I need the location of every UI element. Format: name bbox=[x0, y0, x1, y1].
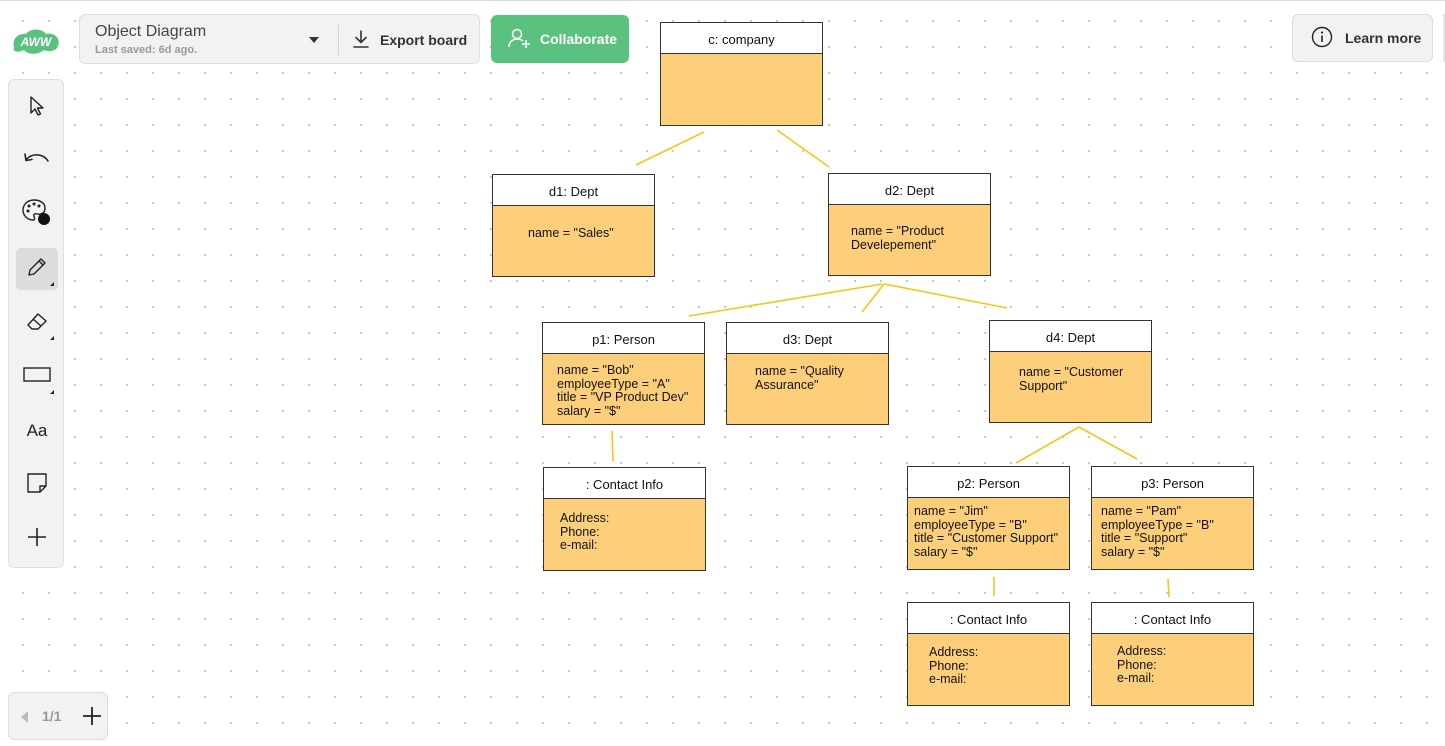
link-p1-contact bbox=[611, 430, 614, 462]
object-company[interactable]: c: company bbox=[660, 22, 823, 126]
color-tool[interactable] bbox=[16, 193, 58, 235]
submenu-indicator-icon bbox=[50, 390, 54, 394]
select-tool[interactable] bbox=[16, 87, 58, 129]
object-p1-person[interactable]: p1: Person name = "Bob" employeeType = "… bbox=[542, 322, 705, 425]
object-title: : Contact Info bbox=[1092, 603, 1253, 634]
object-attributes: name = "Sales" bbox=[528, 226, 614, 240]
collaborate-label: Collaborate bbox=[540, 31, 618, 47]
object-title: c: company bbox=[661, 23, 822, 54]
link-d4-p3 bbox=[1078, 426, 1138, 460]
text-icon: Aa bbox=[26, 421, 48, 440]
plus-icon bbox=[26, 526, 48, 553]
object-d2-dept[interactable]: d2: Dept name = "Product Develepement" bbox=[828, 173, 991, 276]
object-title: d4: Dept bbox=[990, 321, 1151, 352]
learn-more-label: Learn more bbox=[1345, 30, 1422, 46]
object-title: d3: Dept bbox=[727, 323, 888, 354]
link-d2-d3 bbox=[861, 283, 885, 313]
sticky-note-icon bbox=[25, 471, 49, 500]
download-icon bbox=[352, 29, 370, 52]
last-saved-label: Last saved: 6d ago. bbox=[95, 44, 198, 56]
page-indicator: 1/1 bbox=[42, 708, 62, 724]
object-title: d1: Dept bbox=[493, 175, 654, 206]
object-attributes: Address: Phone: e-mail: bbox=[929, 645, 979, 686]
learn-more-button[interactable]: Learn more bbox=[1292, 14, 1433, 62]
object-title: d2: Dept bbox=[829, 174, 990, 205]
add-page-icon[interactable] bbox=[81, 705, 103, 727]
eraser-icon bbox=[24, 310, 50, 337]
aww-logo[interactable]: AWW bbox=[10, 25, 62, 57]
add-user-icon bbox=[507, 26, 531, 53]
object-contact-info-3[interactable]: : Contact Info Address: Phone: e-mail: bbox=[1091, 602, 1254, 706]
object-title: : Contact Info bbox=[908, 603, 1069, 634]
info-icon bbox=[1311, 26, 1333, 51]
submenu-indicator-icon bbox=[50, 336, 54, 340]
sticky-note-tool[interactable] bbox=[16, 464, 58, 506]
object-title: p2: Person bbox=[908, 467, 1069, 498]
object-title: p3: Person bbox=[1092, 467, 1253, 498]
submenu-indicator-icon bbox=[50, 282, 54, 286]
link-company-d2 bbox=[776, 129, 830, 168]
logo-text: AWW bbox=[20, 35, 53, 49]
object-attributes: name = "Product Develepement" bbox=[851, 224, 945, 252]
object-p3-person[interactable]: p3: Person name = "Pam" employeeType = "… bbox=[1091, 466, 1254, 570]
shape-tool[interactable] bbox=[16, 356, 58, 398]
edge-panel bbox=[1443, 14, 1445, 62]
object-attributes: Address: Phone: e-mail: bbox=[560, 511, 610, 552]
object-attributes: name = "Pam" employeeType = "B" title = … bbox=[1101, 504, 1214, 559]
page-navigator: 1/1 bbox=[8, 692, 108, 740]
collaborate-button[interactable]: Collaborate bbox=[491, 15, 629, 63]
pencil-icon bbox=[25, 255, 49, 284]
object-contact-info-1[interactable]: : Contact Info Address: Phone: e-mail: bbox=[543, 467, 706, 571]
board-header: Object Diagram Last saved: 6d ago. Expor… bbox=[79, 14, 480, 64]
pen-tool[interactable] bbox=[16, 248, 58, 290]
rectangle-icon bbox=[23, 366, 51, 389]
undo-icon bbox=[23, 151, 51, 172]
object-attributes: Address: Phone: e-mail: bbox=[1117, 644, 1167, 685]
link-p3-contact bbox=[1167, 578, 1170, 598]
object-title: : Contact Info bbox=[544, 468, 705, 499]
eraser-tool[interactable] bbox=[16, 302, 58, 344]
object-contact-info-2[interactable]: : Contact Info Address: Phone: e-mail: bbox=[907, 602, 1070, 706]
board-title[interactable]: Object Diagram bbox=[95, 23, 207, 40]
link-company-d1 bbox=[635, 131, 705, 166]
cursor-icon bbox=[27, 95, 47, 122]
object-d3-dept[interactable]: d3: Dept name = "Quality Assurance" bbox=[726, 322, 889, 425]
header-divider bbox=[338, 25, 339, 55]
previous-page-icon[interactable] bbox=[18, 709, 30, 725]
object-attributes: name = "Jim" employeeType = "B" title = … bbox=[914, 504, 1059, 559]
link-d2-d4 bbox=[883, 283, 1008, 309]
object-d4-dept[interactable]: d4: Dept name = "Customer Support" bbox=[989, 320, 1152, 423]
object-d1-dept[interactable]: d1: Dept name = "Sales" bbox=[492, 174, 655, 277]
undo-tool[interactable] bbox=[16, 140, 58, 182]
export-board-label: Export board bbox=[380, 32, 468, 48]
object-attributes: name = "Customer Support" bbox=[1019, 365, 1124, 393]
tool-palette: Aa bbox=[8, 79, 64, 568]
object-title: p1: Person bbox=[543, 323, 704, 354]
text-tool[interactable]: Aa bbox=[16, 410, 58, 452]
title-dropdown-icon[interactable] bbox=[306, 32, 322, 48]
palette-icon bbox=[21, 197, 53, 232]
add-tool[interactable] bbox=[16, 518, 58, 560]
object-attributes: name = "Bob" employeeType = "A" title = … bbox=[557, 363, 689, 418]
object-attributes: name = "Quality Assurance" bbox=[755, 364, 844, 392]
link-d4-p2 bbox=[1015, 426, 1080, 464]
export-board-button[interactable]: Export board bbox=[348, 23, 474, 57]
object-p2-person[interactable]: p2: Person name = "Jim" employeeType = "… bbox=[907, 466, 1070, 570]
link-d2-p1 bbox=[688, 283, 883, 317]
